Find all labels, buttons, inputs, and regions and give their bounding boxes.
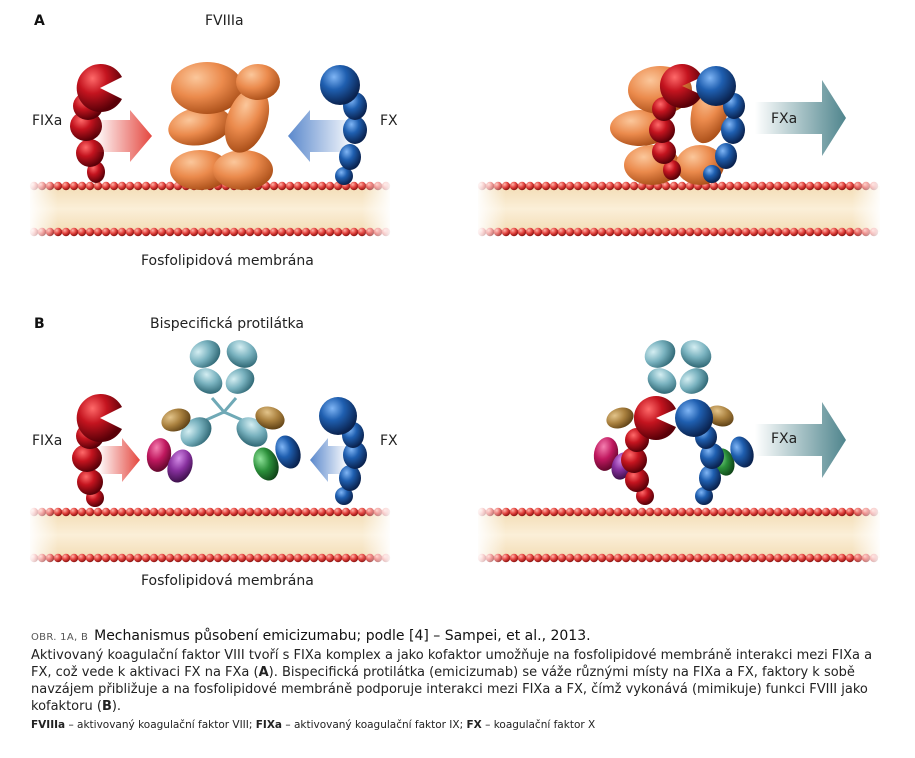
panel-b-membrane-label: Fosfolipidová membrána bbox=[141, 573, 314, 589]
panel-b-antibody bbox=[146, 340, 301, 483]
antibody-label: Bispecifická protilátka bbox=[150, 316, 304, 332]
membrane-a-right bbox=[476, 180, 882, 238]
caption-abbreviations: FVIIIa – aktivovaný koagulační faktor VI… bbox=[31, 719, 891, 731]
panel-a-letter: A bbox=[34, 13, 45, 29]
panel-a-fx-label: FX bbox=[380, 113, 398, 129]
panel-a-left-fx bbox=[320, 65, 367, 185]
caption-body-part-3: ). bbox=[111, 699, 122, 714]
caption-body-ref-b: B bbox=[101, 699, 112, 714]
caption-body: Aktivovaný koagulační faktor VIII tvoří … bbox=[31, 647, 891, 715]
abbr-term-fx: FX bbox=[466, 719, 482, 731]
panel-a-fviiia bbox=[168, 62, 280, 190]
membrane-b-right bbox=[476, 506, 882, 564]
panel-b-left-arrow-fixa bbox=[98, 438, 140, 482]
caption-prefix: OBR. 1A, B bbox=[31, 632, 89, 643]
abbr-def-fviiia: – aktivovaný koagulační faktor VIII; bbox=[65, 719, 256, 731]
caption-body-part-1: Aktivovaný koagulační faktor VIII tvoří … bbox=[31, 648, 873, 680]
abbr-term-fviiia: FVIIIa bbox=[31, 719, 66, 731]
abbr-def-fixa: – aktivovaný koagulační faktor IX; bbox=[282, 719, 467, 731]
panel-a-left-arrow-fixa bbox=[95, 110, 152, 162]
membrane-a-left bbox=[28, 180, 392, 238]
panel-b-fxa-arrow bbox=[755, 402, 846, 478]
caption-body-part-2: ). Bispecifická protilátka (emicizumab) … bbox=[31, 665, 868, 714]
panel-b-left-fixa bbox=[72, 394, 122, 507]
fviiia-label: FVIIIa bbox=[205, 13, 244, 29]
panel-b-fxa-label: FXa bbox=[771, 431, 798, 447]
panel-a-right-complex bbox=[610, 64, 745, 185]
panel-b-letter: B bbox=[34, 316, 45, 332]
membrane-b-left bbox=[28, 506, 392, 564]
figure-caption: OBR. 1A, B Mechanismus působení emicizuma… bbox=[31, 628, 891, 731]
panel-b-left-fx bbox=[319, 397, 367, 505]
caption-title-line: OBR. 1A, B Mechanismus působení emicizuma… bbox=[31, 628, 891, 644]
panel-b-right-complex bbox=[593, 340, 754, 505]
panel-a-fixa-label: FIXa bbox=[32, 113, 63, 129]
abbr-term-fixa: FIXa bbox=[255, 719, 283, 731]
caption-title: Mechanismus působení emicizumabu; podle … bbox=[94, 628, 591, 644]
panel-a-fxa-arrow bbox=[755, 80, 846, 156]
panel-a-membrane-label: Fosfolipidová membrána bbox=[141, 253, 314, 269]
panel-a-fxa-label: FXa bbox=[771, 111, 798, 127]
panel-a-left-arrow-fx bbox=[288, 110, 355, 162]
mechanism-diagram bbox=[28, 62, 882, 564]
panel-b-left-arrow-fx bbox=[310, 438, 348, 482]
panel-b-fixa-label: FIXa bbox=[32, 433, 63, 449]
caption-body-ref-a: A bbox=[258, 665, 269, 680]
abbr-def-fx: – koagulační faktor X bbox=[481, 719, 596, 731]
panel-b-fx-label: FX bbox=[380, 433, 398, 449]
